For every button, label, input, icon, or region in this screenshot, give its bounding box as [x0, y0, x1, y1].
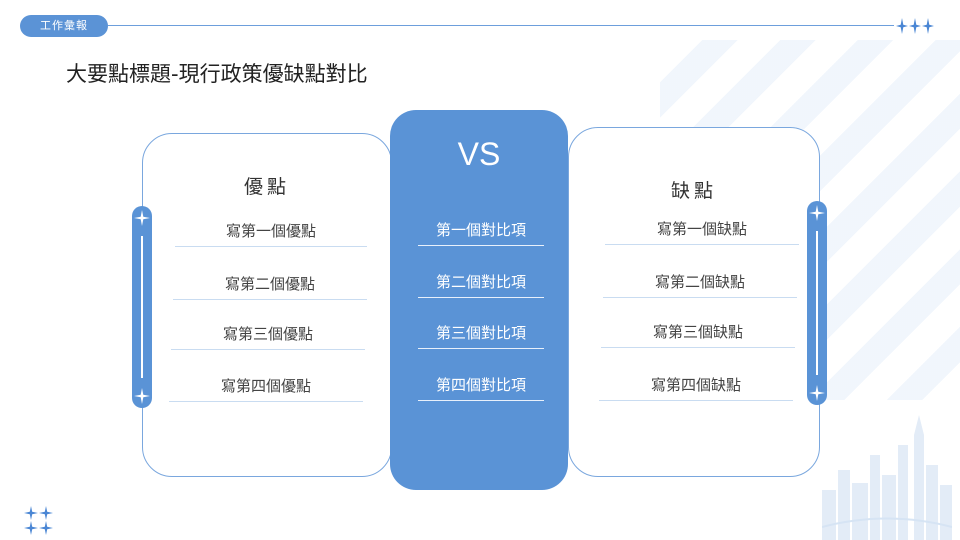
- cons-card: 缺點 寫第一個缺點 寫第二個缺點 寫第三個缺點 寫第四個缺點: [568, 127, 820, 477]
- pros-card: 優點 寫第一個優點 寫第二個優點 寫第三個優點 寫第四個優點: [142, 133, 392, 477]
- sparkle-stars-icon: [24, 506, 54, 536]
- pros-heading: 優點: [243, 176, 290, 198]
- comparison-item: 第一個對比項: [418, 219, 544, 246]
- cons-item: 寫第一個缺點: [605, 218, 799, 245]
- right-accent-bar: [807, 201, 827, 405]
- comparison-item: 第四個對比項: [418, 374, 544, 401]
- pros-item: 寫第二個優點: [173, 273, 367, 300]
- left-accent-bar: [132, 206, 152, 408]
- comparison-item: 第三個對比項: [418, 322, 544, 349]
- pros-item: 寫第一個優點: [175, 220, 367, 247]
- sparkle-icon: [134, 210, 150, 226]
- vs-label: VS: [457, 136, 501, 172]
- pros-item: 寫第三個優點: [171, 323, 365, 350]
- cons-item: 寫第四個缺點: [599, 374, 793, 401]
- header-tag: 工作彙報: [20, 15, 108, 37]
- sparkle-icon: [809, 205, 825, 221]
- header-divider: [108, 25, 894, 26]
- cons-item: 寫第三個缺點: [601, 321, 795, 348]
- cons-heading: 缺點: [670, 180, 717, 202]
- sparkle-icon: [134, 388, 150, 404]
- city-skyline-icon: [822, 415, 952, 540]
- comparison-item: 第二個對比項: [418, 271, 544, 298]
- sparkle-icon: [809, 385, 825, 401]
- cons-item: 寫第二個缺點: [603, 271, 797, 298]
- pros-item: 寫第四個優點: [169, 375, 363, 402]
- comparison-card: VS 第一個對比項 第二個對比項 第三個對比項 第四個對比項: [390, 110, 568, 490]
- sparkle-stars-icon: [896, 18, 934, 34]
- page-title: 大要點標題-現行政策優缺點對比: [66, 62, 368, 86]
